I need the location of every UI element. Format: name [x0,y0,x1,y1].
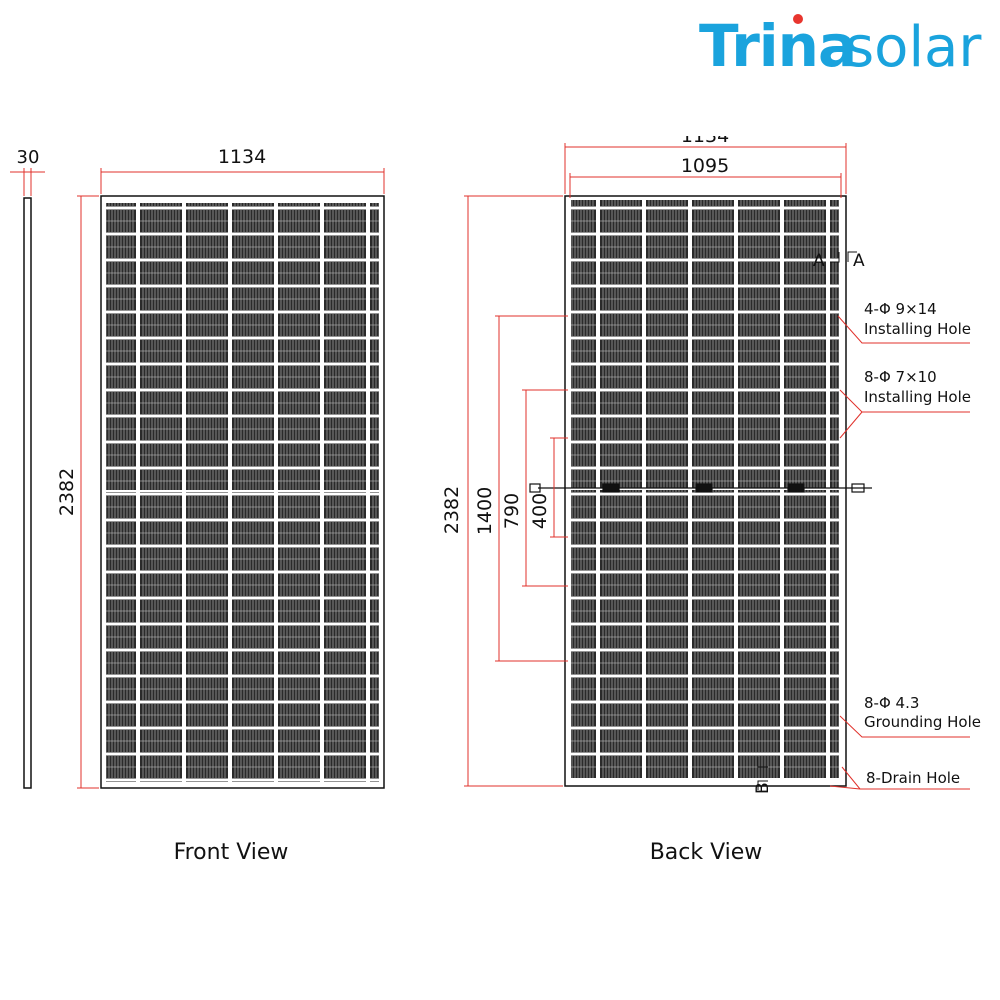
section-b-label: B [753,782,773,794]
back-view-caption: Back View [650,840,763,865]
callout-leaders [829,315,970,790]
logo-dot [793,14,803,24]
side-profile [23,197,32,789]
section-a-marker [830,251,857,263]
front-width-label: 1134 [218,146,266,168]
front-view: 30 1134 2382 Front View [10,146,385,865]
section-a-left: A [813,251,825,271]
section-a-right: A [853,251,865,271]
callout-grounding-line2: Grounding Hole [864,713,981,731]
front-view-caption: Front View [174,840,289,865]
callout-grounding-line1: 8-Φ 4.3 [864,694,919,712]
connector-left [529,483,541,493]
dim-790-label: 790 [501,493,523,529]
back-view: 1134 1095 2382 1400 790 400 A A [441,124,981,865]
back-vertical-dimensions [464,195,568,787]
logo-text-trina: Trina [699,12,856,76]
thickness-label: 30 [17,147,40,168]
front-height-label: 2382 [56,468,78,516]
logo-text-solar: solar [845,15,982,76]
callout-7x10-line2: Installing Hole [864,388,971,406]
callout-drain: 8-Drain Hole [866,769,960,787]
front-width-dimension [100,168,385,194]
back-width-dimensions [564,143,847,198]
thickness-dimension [10,168,45,196]
connector-right [851,483,865,493]
junction-box-1 [602,483,620,493]
junction-box-3 [787,483,805,493]
front-panel-cells [106,203,379,782]
callout-9x14-line2: Installing Hole [864,320,971,338]
junction-box-2 [695,483,713,493]
trinasolar-logo: Trina solar [699,12,982,76]
section-b-marker [757,757,768,790]
dim-1400-label: 1400 [474,487,496,535]
junction-cable [529,483,872,493]
front-height-dimension [77,195,99,789]
callout-7x10-line1: 8-Φ 7×10 [864,368,937,386]
callout-9x14-line1: 4-Φ 9×14 [864,300,937,318]
dim-400-label: 400 [529,493,551,529]
back-height-label: 2382 [441,486,463,534]
back-inner-width-label: 1095 [681,155,729,177]
